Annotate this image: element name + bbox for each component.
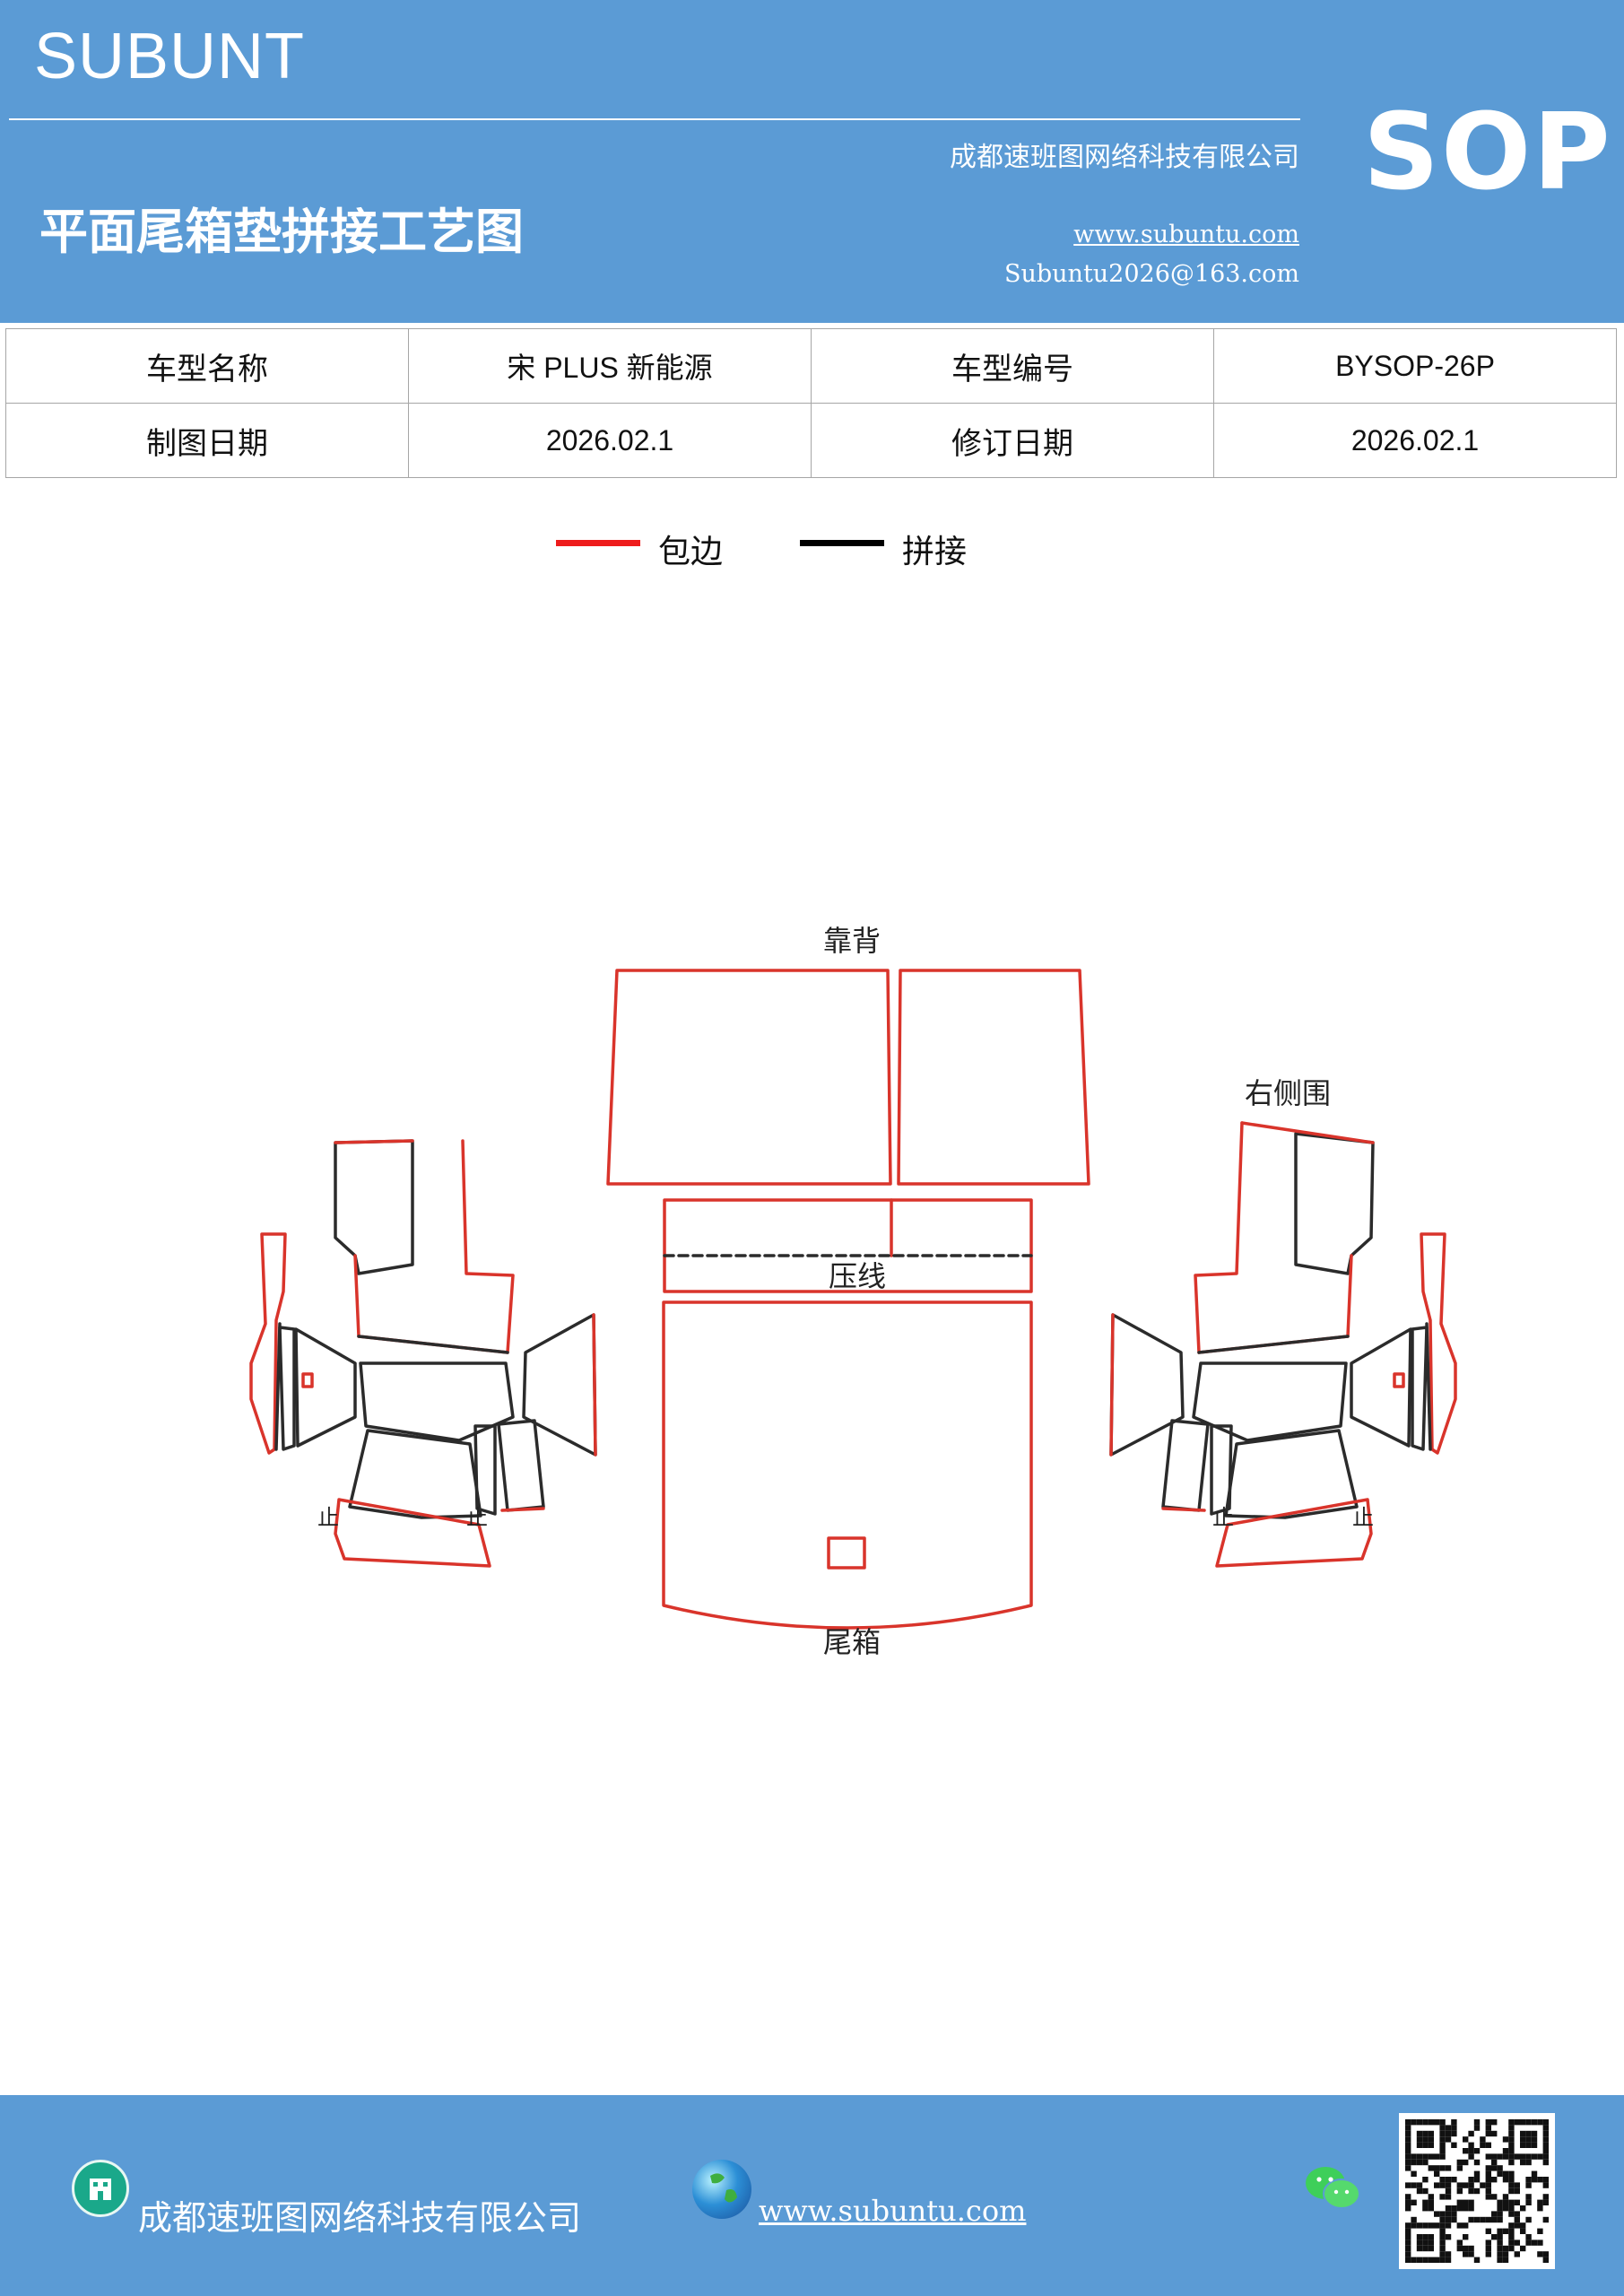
- footer-website-link[interactable]: www.subuntu.com: [759, 2194, 1027, 2228]
- email-address[interactable]: Subuntu2026@163.com: [1004, 260, 1299, 288]
- diagram-svg: 靠背 右侧围 压线 尾箱 止 止 止 止: [249, 924, 1457, 1659]
- backrest-left-panel: [606, 969, 892, 1186]
- trunk-handle-cutout: [827, 1536, 866, 1570]
- trunk-mat-diagram: 靠背 右侧围 压线 尾箱 止 止 止 止: [0, 915, 1624, 1668]
- legend-swatch-edge: [556, 540, 640, 546]
- left-side-wall: [249, 1139, 597, 1568]
- legend-label-seam: 拼接: [902, 534, 968, 570]
- table-cell: 2026.02.1: [408, 403, 812, 478]
- label-stop: 止: [1212, 1505, 1234, 1530]
- label-right-side: 右侧围: [1245, 1076, 1331, 1110]
- footer-company-name: 成都速班图网络科技有限公司: [138, 2198, 582, 2238]
- brand-name: SUBUNT: [34, 21, 306, 92]
- legend-label-edge: 包边: [658, 534, 724, 570]
- trunk-floor-panel: [662, 1300, 1033, 1630]
- qr-code: [1399, 2113, 1555, 2269]
- footer-banner: 成都速班图网络科技有限公司 www.subuntu.com: [0, 2095, 1624, 2296]
- website-link[interactable]: www.subuntu.com: [1073, 221, 1299, 248]
- table-cell: 宋 PLUS 新能源: [408, 328, 812, 404]
- legend-swatch-seam: [800, 540, 884, 546]
- label-crease: 压线: [829, 1259, 886, 1293]
- document-title: 平面尾箱垫拼接工艺图: [39, 204, 524, 260]
- label-stop: 止: [466, 1505, 488, 1530]
- table-row: 车型名称 宋 PLUS 新能源 车型编号 BYSOP-26P: [5, 328, 1617, 404]
- label-backrest: 靠背: [823, 924, 881, 958]
- header-banner: SUBUNT 成都速班图网络科技有限公司 平面尾箱垫拼接工艺图 www.subu…: [0, 0, 1624, 323]
- label-stop: 止: [1352, 1505, 1374, 1530]
- label-trunk: 尾箱: [823, 1625, 881, 1659]
- table-cell: 车型名称: [5, 328, 409, 404]
- middle-strip: [663, 1198, 1033, 1293]
- vehicle-info-table: 车型名称 宋 PLUS 新能源 车型编号 BYSOP-26P 制图日期 2026…: [5, 328, 1617, 478]
- label-stop: 止: [317, 1505, 339, 1530]
- backrest-right-panel: [897, 969, 1090, 1186]
- company-name: 成都速班图网络科技有限公司: [950, 142, 1299, 173]
- building-icon: [72, 2160, 129, 2217]
- table-cell: 2026.02.1: [1213, 403, 1617, 478]
- right-side-wall: [1109, 1121, 1457, 1568]
- globe-icon: [692, 2160, 751, 2219]
- table-row: 制图日期 2026.02.1 修订日期 2026.02.1: [5, 403, 1617, 478]
- header-divider: [9, 118, 1300, 120]
- sop-badge: SOP: [1363, 90, 1612, 213]
- table-cell: 车型编号: [811, 328, 1214, 404]
- table-cell: 制图日期: [5, 403, 409, 478]
- table-cell: 修订日期: [811, 403, 1214, 478]
- legend: 包边 拼接: [0, 526, 1624, 579]
- table-cell: BYSOP-26P: [1213, 328, 1617, 404]
- wechat-icon: [1302, 2161, 1365, 2215]
